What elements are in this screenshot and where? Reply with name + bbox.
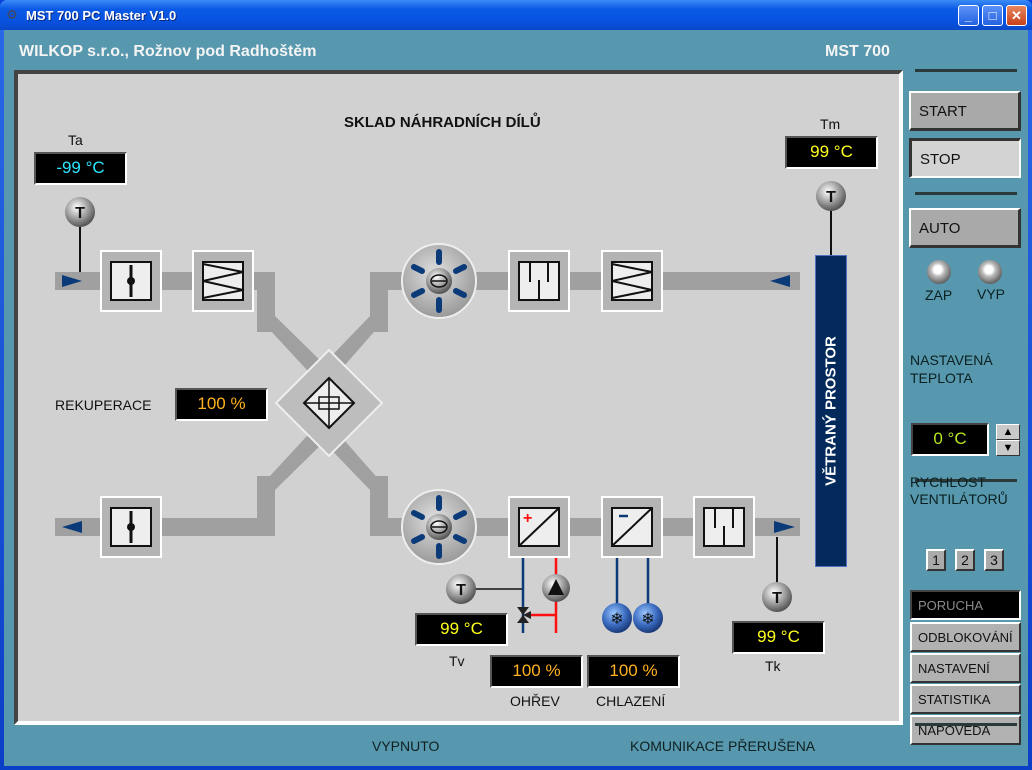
svg-text:❄: ❄ bbox=[641, 611, 654, 628]
tk-display: 99 °C bbox=[732, 621, 825, 654]
settings-button[interactable]: NASTAVENÍ bbox=[910, 653, 1021, 683]
system-state: VYPNUTO bbox=[372, 738, 440, 754]
tv-label: Tv bbox=[449, 653, 465, 669]
ventilated-room: VĚTRANÝ PROSTOR bbox=[815, 255, 847, 567]
damper-icon bbox=[100, 496, 162, 558]
close-button[interactable]: ✕ bbox=[1006, 5, 1027, 26]
communication-status: KOMUNIKACE PŘERUŠENA bbox=[630, 738, 816, 754]
svg-text:T: T bbox=[772, 590, 782, 607]
airflow-arrow-icon bbox=[62, 521, 82, 533]
fan-speed-3-button[interactable]: 3 bbox=[984, 549, 1004, 571]
tv-display: 99 °C bbox=[415, 613, 508, 646]
temperature-sensor-icon: T bbox=[65, 197, 95, 227]
duct bbox=[370, 476, 388, 536]
setpoint-label: NASTAVENÁ bbox=[910, 352, 993, 368]
bag-filter-icon bbox=[508, 250, 570, 312]
company-name: WILKOP s.r.o., Rožnov pod Radhoštěm bbox=[19, 43, 317, 60]
bag-filter-icon bbox=[693, 496, 755, 558]
led-off-indicator bbox=[978, 260, 1002, 284]
room-label: VĚTRANÝ PROSTOR bbox=[822, 336, 840, 486]
snowflake-icon: ❄ bbox=[633, 603, 663, 633]
cooling-display: 100 % bbox=[587, 655, 680, 688]
airflow-arrow-icon bbox=[770, 275, 790, 287]
statistics-button[interactable]: STATISTIKA bbox=[910, 684, 1021, 714]
setpoint-display: 0 °C bbox=[911, 423, 989, 456]
cooling-label: CHLAZENÍ bbox=[596, 693, 666, 709]
tm-label: Tm bbox=[820, 116, 841, 132]
duct bbox=[257, 476, 275, 536]
temperature-sensor-icon: T bbox=[762, 582, 792, 612]
stop-button[interactable]: STOP bbox=[909, 138, 1021, 178]
separator bbox=[915, 723, 1017, 726]
heating-label: OHŘEV bbox=[510, 693, 560, 709]
svg-text:+: + bbox=[523, 510, 532, 527]
setpoint-down-button[interactable]: ▼ bbox=[996, 440, 1020, 456]
temperature-sensor-icon: T bbox=[816, 181, 846, 211]
fan-speed-1-button[interactable]: 1 bbox=[926, 549, 946, 571]
auto-button[interactable]: AUTO bbox=[909, 208, 1021, 248]
pump-icon bbox=[542, 574, 570, 602]
help-button[interactable]: NÁPOVĚDA bbox=[910, 715, 1021, 745]
ta-label: Ta bbox=[68, 132, 83, 148]
recovery-display: 100 % bbox=[175, 388, 268, 421]
three-way-valve-icon bbox=[517, 607, 531, 623]
recovery-label: REKUPERACE bbox=[55, 397, 152, 413]
svg-text:T: T bbox=[826, 189, 836, 206]
minimize-button[interactable]: _ bbox=[958, 5, 979, 26]
fan-speed-label: RYCHLOST bbox=[910, 474, 986, 490]
window-title: MST 700 PC Master V1.0 bbox=[26, 8, 177, 23]
tm-display: 99 °C bbox=[785, 136, 878, 169]
heater-icon: + bbox=[508, 496, 570, 558]
tk-label: Tk bbox=[765, 658, 781, 674]
led-on-label: ZAP bbox=[925, 287, 953, 303]
snowflake-icon: ❄ bbox=[602, 603, 632, 633]
unblock-button[interactable]: ODBLOKOVÁNÍ bbox=[910, 622, 1021, 652]
title-bar[interactable]: ⚙ MST 700 PC Master V1.0 _ □ ✕ bbox=[0, 0, 1032, 30]
led-on-indicator bbox=[927, 260, 951, 284]
duct-supply bbox=[370, 518, 800, 536]
supply-fan-icon bbox=[401, 489, 477, 565]
model-name: MST 700 bbox=[825, 43, 890, 60]
filter-icon bbox=[601, 250, 663, 312]
separator bbox=[915, 479, 1017, 482]
start-button[interactable]: START bbox=[909, 91, 1021, 131]
duct bbox=[257, 316, 330, 382]
app-icon: ⚙ bbox=[6, 7, 18, 22]
fault-indicator: PORUCHA bbox=[910, 590, 1021, 620]
setpoint-up-button[interactable]: ▲ bbox=[996, 424, 1020, 440]
arrow-up-icon: ▲ bbox=[1002, 426, 1014, 438]
separator bbox=[915, 192, 1017, 195]
fan-speed-label-2: VENTILÁTORŮ bbox=[910, 491, 1008, 507]
duct bbox=[257, 424, 330, 490]
duct-extract bbox=[370, 272, 800, 290]
airflow-arrow-icon bbox=[774, 521, 795, 533]
setpoint-label-2: TEPLOTA bbox=[910, 370, 973, 386]
temperature-sensor-icon: T bbox=[446, 574, 476, 604]
location-title: SKLAD NÁHRADNÍCH DÍLŮ bbox=[344, 114, 541, 131]
arrow-down-icon: ▼ bbox=[1002, 442, 1014, 454]
extract-fan-icon bbox=[401, 243, 477, 319]
svg-text:❄: ❄ bbox=[610, 611, 623, 628]
svg-text:T: T bbox=[75, 205, 85, 222]
maximize-icon: □ bbox=[988, 8, 997, 23]
cooler-icon bbox=[601, 496, 663, 558]
ta-display: -99 °C bbox=[34, 152, 127, 185]
heating-display: 100 % bbox=[490, 655, 583, 688]
svg-text:T: T bbox=[456, 582, 466, 599]
duct-exhaust bbox=[55, 518, 275, 536]
led-off-label: VYP bbox=[977, 286, 1006, 302]
close-icon: ✕ bbox=[1011, 8, 1022, 23]
maximize-button[interactable]: □ bbox=[982, 5, 1003, 26]
filter-icon bbox=[192, 250, 254, 312]
airflow-arrow-icon bbox=[62, 275, 82, 287]
separator bbox=[915, 69, 1017, 72]
damper-icon bbox=[100, 250, 162, 312]
minimize-icon: _ bbox=[964, 8, 973, 23]
fan-speed-2-button[interactable]: 2 bbox=[955, 549, 975, 571]
heat-recovery-icon bbox=[274, 348, 384, 458]
